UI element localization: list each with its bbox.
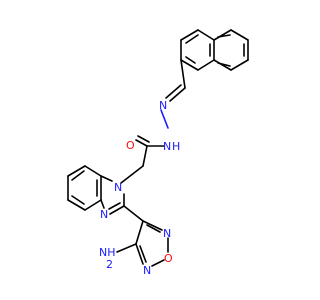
furazan-ring xyxy=(135,220,169,267)
atom-label-furazan-n-right: N xyxy=(163,227,171,240)
atom-label-benzimidazole-n3: N xyxy=(100,208,108,221)
bond-imine-double xyxy=(165,84,186,102)
atom-label-amino: NH xyxy=(99,246,116,259)
benzimidazole-imidazole-ring xyxy=(100,175,125,215)
bond-ch2-n1 xyxy=(120,165,144,184)
atom-label-imine-nitrogen: N xyxy=(159,99,167,112)
bond-carbonyl-double xyxy=(135,135,150,147)
atom-label-furazan-n-left: N xyxy=(143,264,151,277)
structure-diagram: O N H N N N N O N NH 2 xyxy=(67,29,249,277)
atom-label-furazan-oxygen: O xyxy=(164,252,173,265)
bond-carbonyl-ch2 xyxy=(142,145,148,167)
bond-naphthyl-ch xyxy=(180,59,186,89)
bond-benzimidazole-furazan xyxy=(123,205,144,222)
atom-label-amino-subscript: 2 xyxy=(106,258,113,271)
naphthalene-ring-right xyxy=(213,29,249,71)
benzimidazole-benzene-ring xyxy=(67,165,102,211)
naphthalene-ring-left xyxy=(180,29,215,71)
molecule-canvas: O N H N N N N O N NH 2 xyxy=(67,29,249,277)
atom-label-carbonyl-oxygen: O xyxy=(126,139,135,152)
atom-label-amide-hydrogen: H xyxy=(172,140,180,153)
bond-n-n xyxy=(160,109,169,129)
atom-label-amide-nitrogen: N xyxy=(163,140,171,153)
bond-furazan-amino xyxy=(116,243,137,253)
atom-label-benzimidazole-n1: N xyxy=(114,181,122,194)
